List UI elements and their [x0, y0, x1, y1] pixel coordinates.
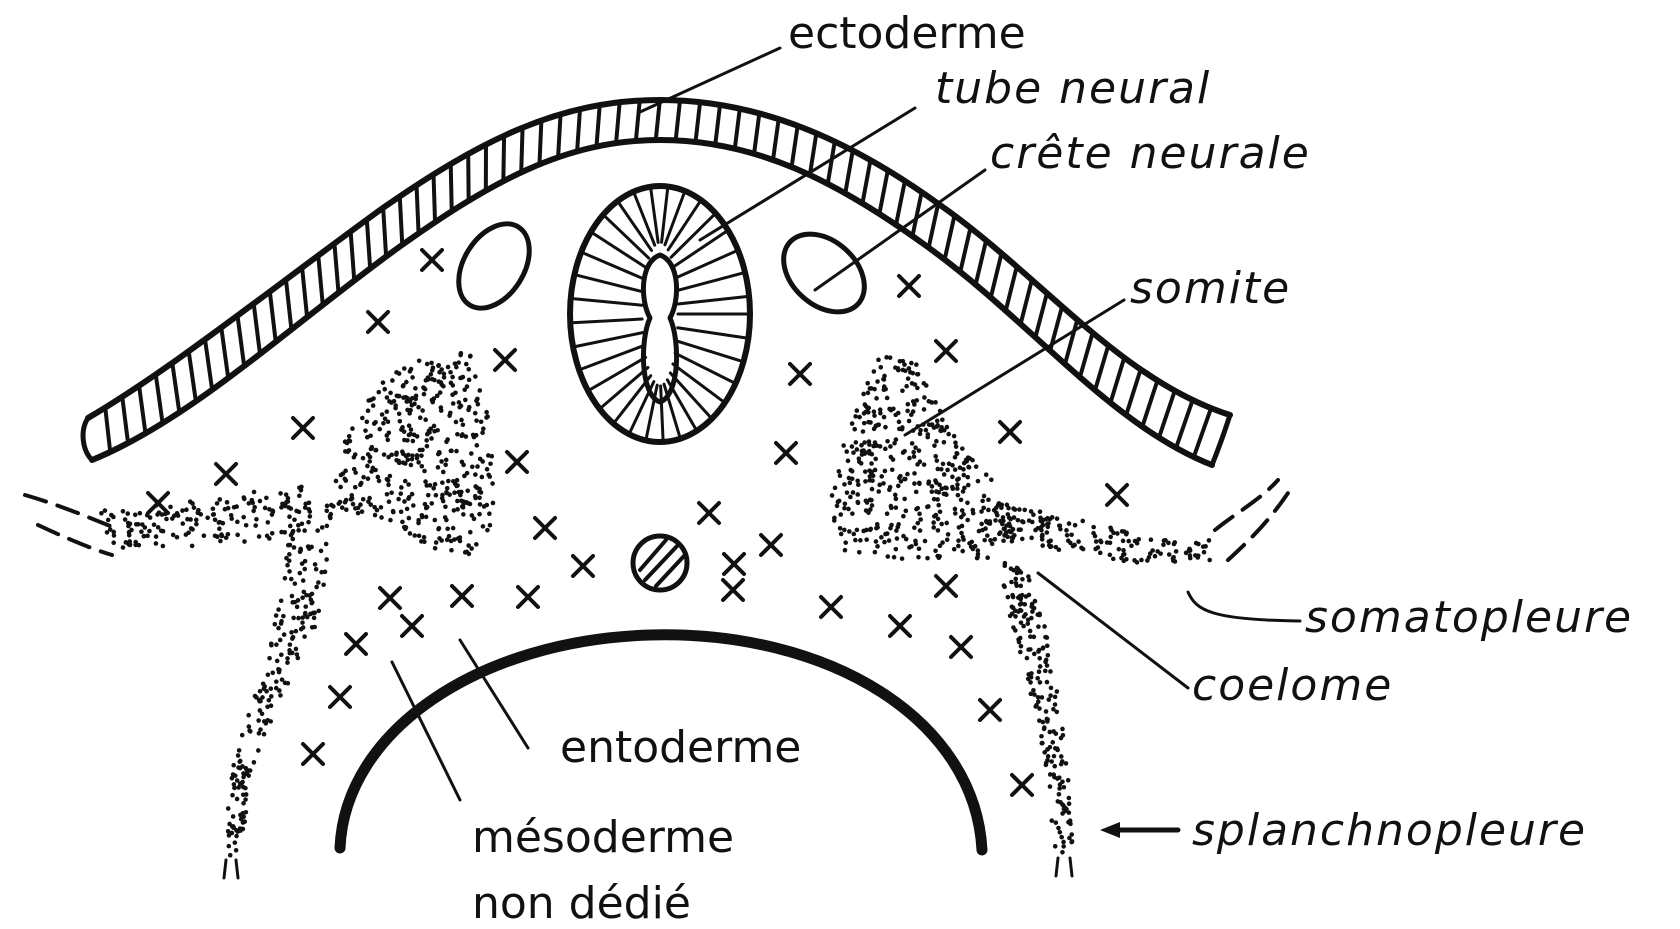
label-crete-neurale: crête neurale	[990, 128, 1311, 179]
label-somite: somite	[1130, 263, 1291, 314]
label-somatopleure: somatopleure	[1305, 592, 1633, 643]
label-coelome: coelome	[1192, 660, 1393, 711]
stippled-mesoderm	[99, 351, 1212, 858]
label-tube-neural: tube neural	[935, 63, 1211, 114]
neural-crest-left	[444, 211, 544, 321]
label-non-dedie: non dédié	[472, 878, 691, 929]
label-ectoderme: ectoderme	[788, 8, 1026, 59]
label-entoderme: entoderme	[560, 722, 801, 773]
label-mesoderme: mésoderme	[472, 812, 734, 863]
label-splanchnopleure: splanchnopleure	[1192, 805, 1587, 856]
labels: ectoderme tube neural crête neurale somi…	[472, 8, 1633, 929]
neural-crest-right	[768, 218, 879, 327]
notochord	[633, 536, 687, 590]
